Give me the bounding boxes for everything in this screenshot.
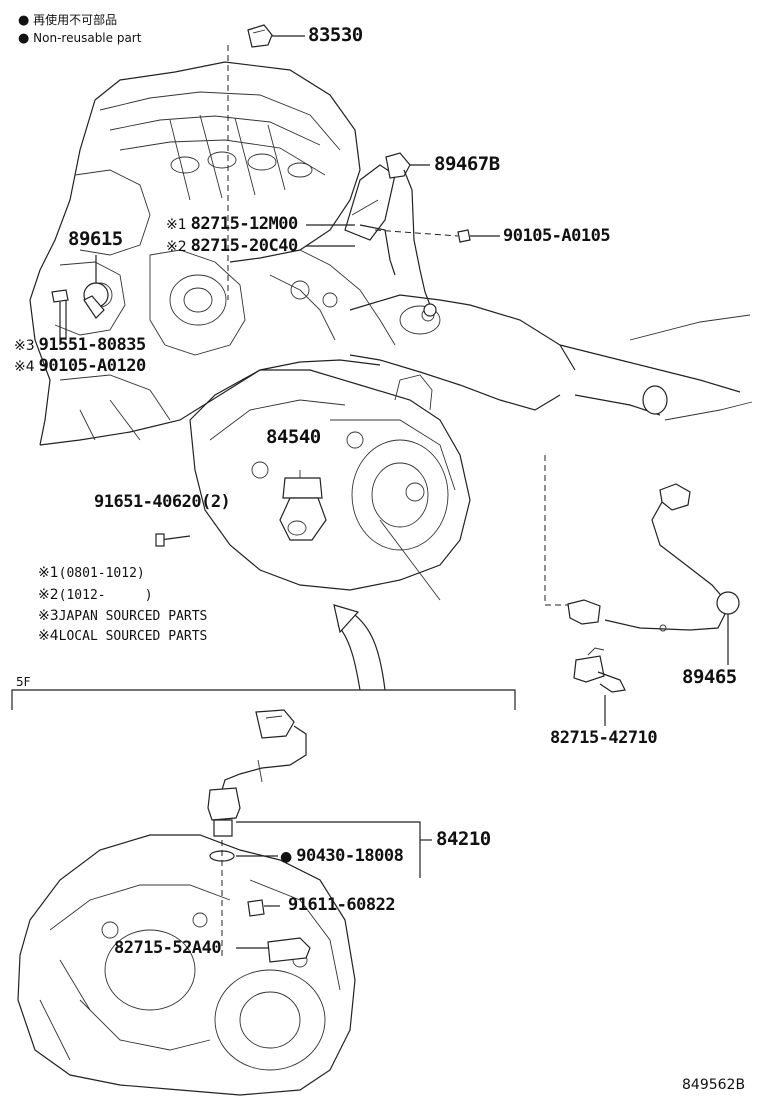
part-label-89467b[interactable]: 89467B bbox=[434, 153, 500, 175]
part-row-82715-20c40: ※2 82715-20C40 bbox=[166, 238, 298, 255]
note-mark-3: ※3 bbox=[38, 608, 59, 624]
part-label-82715-12m00[interactable]: 82715-12M00 bbox=[190, 214, 299, 234]
mark-3: ※3 bbox=[14, 338, 35, 354]
part-label-83530[interactable]: 83530 bbox=[308, 24, 363, 46]
part-label-89465[interactable]: 89465 bbox=[682, 666, 737, 688]
transaxle-drawing bbox=[155, 369, 471, 601]
mark-2: ※2 bbox=[166, 239, 187, 255]
bolt-90105-a0105-drawing bbox=[374, 229, 500, 243]
part-row-82715-12m00: ※1 82715-12M00 bbox=[166, 216, 298, 233]
sensor-89465-drawing bbox=[567, 483, 740, 665]
back-up-lamp-switch-drawing bbox=[207, 709, 432, 960]
manual-transaxle-drawing bbox=[17, 834, 356, 1096]
sensor-83530-drawing bbox=[227, 24, 305, 300]
part-label-82715-52a40[interactable]: 82715-52A40 bbox=[114, 938, 222, 958]
legend-bullet: ● bbox=[18, 13, 30, 28]
sensor-89467b-drawing bbox=[359, 152, 437, 317]
legend-text-japanese: 再使用不可部品 bbox=[33, 13, 118, 27]
part-label-82715-42710[interactable]: 82715-42710 bbox=[550, 728, 658, 748]
note-text-2: (1012- ) bbox=[58, 588, 153, 603]
direction-arrow bbox=[333, 604, 386, 691]
legend-bullet: ● bbox=[18, 31, 30, 46]
note-mark-2: ※2 bbox=[38, 587, 59, 603]
part-label-82715-20c40[interactable]: 82715-20C40 bbox=[190, 236, 299, 256]
mark-4: ※4 bbox=[14, 359, 35, 375]
part-row-91551-80835: ※3 91551-80835 bbox=[14, 337, 146, 354]
note-text-3: JAPAN SOURCED PARTS bbox=[58, 609, 208, 624]
legend-text-english: Non-reusable part bbox=[33, 31, 142, 45]
nonreusable-mark: ● bbox=[280, 849, 293, 865]
legend-row-english: ● Non-reusable part bbox=[18, 32, 141, 45]
note-mark-1: ※1 bbox=[38, 565, 59, 581]
section-5f-frame bbox=[11, 689, 516, 710]
part-label-90105-a0120[interactable]: 90105-A0120 bbox=[38, 356, 147, 376]
note-row-1: ※1(0801-1012) bbox=[38, 566, 145, 580]
part-label-84210[interactable]: 84210 bbox=[436, 828, 491, 850]
note-text-4: LOCAL SOURCED PARTS bbox=[58, 629, 208, 644]
note-mark-4: ※4 bbox=[38, 628, 59, 644]
exhaust-pipe-drawing bbox=[349, 294, 753, 421]
part-label-89615[interactable]: 89615 bbox=[68, 228, 123, 250]
legend-row-japanese: ● 再使用不可部品 bbox=[18, 14, 117, 27]
section-label-5f: 5F bbox=[16, 675, 31, 689]
part-label-91551-80835[interactable]: 91551-80835 bbox=[38, 335, 147, 355]
part-label-90105-a0105[interactable]: 90105-A0105 bbox=[503, 226, 611, 246]
clamp-82715-42710-drawing bbox=[573, 647, 626, 726]
diagram-reference-code: 849562B bbox=[682, 1077, 746, 1093]
upper-leader-lines bbox=[306, 224, 570, 606]
part-label-91651-40620[interactable]: 91651-40620(2) bbox=[94, 492, 231, 512]
part-row-90430-18008: ● 90430-18008 bbox=[280, 846, 404, 866]
note-text-1: (0801-1012) bbox=[58, 566, 145, 581]
part-label-90430-18008[interactable]: 90430-18008 bbox=[296, 846, 404, 866]
mark-1: ※1 bbox=[166, 217, 187, 233]
part-label-84540[interactable]: 84540 bbox=[266, 426, 321, 448]
part-label-91611-60822[interactable]: 91611-60822 bbox=[288, 895, 396, 915]
note-row-3: ※3JAPAN SOURCED PARTS bbox=[38, 609, 207, 623]
part-row-90105-a0120: ※4 90105-A0120 bbox=[14, 358, 146, 375]
knock-sensor-89615-drawing bbox=[51, 255, 109, 345]
note-row-4: ※4LOCAL SOURCED PARTS bbox=[38, 629, 207, 643]
note-row-2: ※2(1012- ) bbox=[38, 588, 153, 602]
